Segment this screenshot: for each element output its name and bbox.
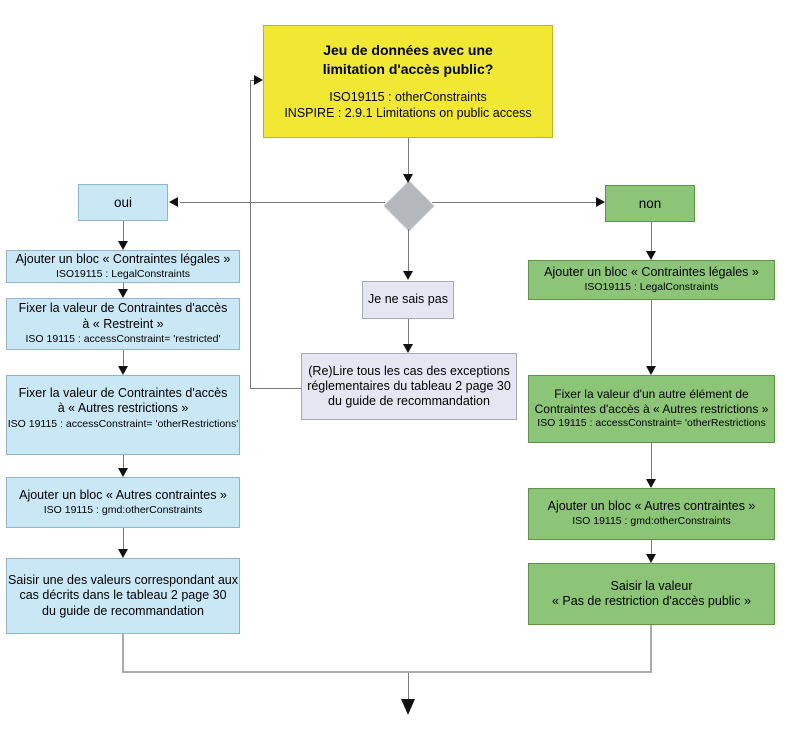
branch-non-label: non [638,195,662,211]
text-line: Ajouter un bloc « Autres contraintes » [19,487,227,502]
iso-ref-line: ISO 19115 : gmd:otherConstraints [43,503,203,516]
connector-diamond-to-oui [180,202,385,203]
arrowhead-down-icon [646,554,656,563]
branch-oui-label: oui [113,194,132,210]
text-line: cas décrits dans le tableau 2 page 30 [19,588,227,603]
arrowhead-right-icon [596,197,605,207]
connector-unknown-to-reread [408,319,409,344]
connector-left-4-5 [123,528,124,549]
text-line: Ajouter un bloc « Contraintes légales » [15,251,231,266]
left-box-add-legal-constraints: Ajouter un bloc « Contraintes légales » … [6,250,240,283]
branch-oui-box: oui [78,184,168,221]
left-box-set-restricted: Fixer la valeur de Contraintes d'accès à… [6,298,240,350]
iso-ref-line: ISO19115 : LegalConstraints [55,267,191,280]
decision-standard-ref1: ISO19115 : otherConstraints [329,89,487,104]
text-line: du guide de recommandation [42,603,204,618]
text-line: Fixer la valeur d'un autre élément de [554,387,749,402]
right-box-add-other-constraints: Ajouter un bloc « Autres contraintes » I… [528,488,775,540]
text-line: Saisir la valeur [610,578,693,593]
iso-ref-line: ISO 19115 : accessConstraint= 'otherRest… [537,417,766,430]
arrowhead-down-icon [646,251,656,260]
text-line: Ajouter un bloc « Contraintes légales » [544,265,759,280]
text-line: à « Autres restrictions » [57,401,189,416]
arrowhead-left-icon [169,197,178,207]
connector-oui-down [123,221,124,241]
connector-feedback-horizontal [250,388,301,389]
arrowhead-down-icon [403,174,413,183]
decision-question-title: Jeu de données avec une limitation d'acc… [323,41,494,77]
connector-right-3-4 [651,540,652,554]
arrowhead-down-icon [403,271,413,280]
connector-left-1-2 [123,283,124,289]
connector-feedback-vertical [250,80,251,388]
decision-question-box: Jeu de données avec une limitation d'acc… [263,25,553,138]
left-box-add-other-constraints: Ajouter un bloc « Autres contraintes » I… [6,477,240,528]
connector-feedback-top [250,80,254,81]
connector-left-3-4 [123,455,124,468]
connector-join-horizontal [122,671,652,673]
connector-non-down [651,222,652,251]
left-box-set-other-restrictions: Fixer la valeur de Contraintes d'accès à… [6,375,240,455]
arrowhead-down-icon [118,366,128,375]
text-line: Fixer la valeur de Contraintes d'accès [18,386,228,400]
connector-diamond-to-non [432,202,596,203]
text-line: du guide de recommandation [328,394,490,409]
connector-final-down [408,673,409,700]
arrowhead-down-big-icon [401,699,415,715]
decision-question-line2: limitation d'accès public? [322,60,494,77]
arrowhead-right-icon [254,75,263,85]
text-line: Contraintes d'accès à « Autres restricti… [534,401,769,416]
decision-question-line1: Jeu de données avec une [323,42,493,59]
text-line: Fixer la valeur de Contraintes d'accès [18,301,228,316]
decision-standard-ref2: INSPIRE : 2.9.1 Limitations on public ac… [284,106,532,121]
connector-right-1-2 [651,300,652,366]
arrowhead-down-icon [403,344,413,353]
left-box-enter-value: Saisir une des valeurs correspondant aux… [6,558,240,634]
unknown-box-reread-exceptions: (Re)Lire tous les cas des exceptions rég… [301,353,517,420]
right-box-enter-no-restriction-value: Saisir la valeur « Pas de restriction d'… [528,563,775,625]
arrowhead-down-icon [118,468,128,477]
decision-diamond [383,180,435,232]
arrowhead-down-icon [118,241,128,250]
text-line: (Re)Lire tous les cas des exceptions [308,363,510,378]
connector-left-2-3 [123,350,124,366]
arrowhead-down-icon [118,549,128,558]
connector-right-2-3 [651,443,652,479]
branch-non-box: non [605,185,695,222]
iso-ref-line: ISO 19115 : accessConstraint= 'restricte… [25,332,221,345]
text-line: Ajouter un bloc « Autres contraintes » [547,499,756,514]
branch-unknown-label: Je ne sais pas [368,292,448,307]
text-line: réglementaires du tableau 2 page 30 [307,378,511,393]
right-box-set-other-restrictions: Fixer la valeur d'un autre élément de Co… [528,375,775,443]
connector-question-to-diamond [408,138,409,180]
branch-unknown-box: Je ne sais pas [362,281,454,319]
text-line: à « Restreint » [82,316,164,331]
iso-ref-line: ISO19115 : LegalConstraints [584,281,719,294]
connector-join-right [650,625,652,673]
connector-join-left [122,634,124,673]
arrowhead-down-icon [646,366,656,375]
iso-ref-line: ISO 19115 : accessConstraint= 'otherRest… [7,417,239,430]
text-line: « Pas de restriction d'accès public » [551,594,752,608]
arrowhead-down-icon [646,479,656,488]
right-box-add-legal-constraints: Ajouter un bloc « Contraintes légales » … [528,260,775,300]
decision-standard-refs: ISO19115 : otherConstraints INSPIRE : 2.… [284,89,531,122]
iso-ref-line: ISO 19115 : gmd:otherConstraints [572,515,731,528]
connector-diamond-to-unknown [408,229,409,271]
arrowhead-down-icon [118,289,128,298]
text-line: Saisir une des valeurs correspondant aux [8,573,238,588]
